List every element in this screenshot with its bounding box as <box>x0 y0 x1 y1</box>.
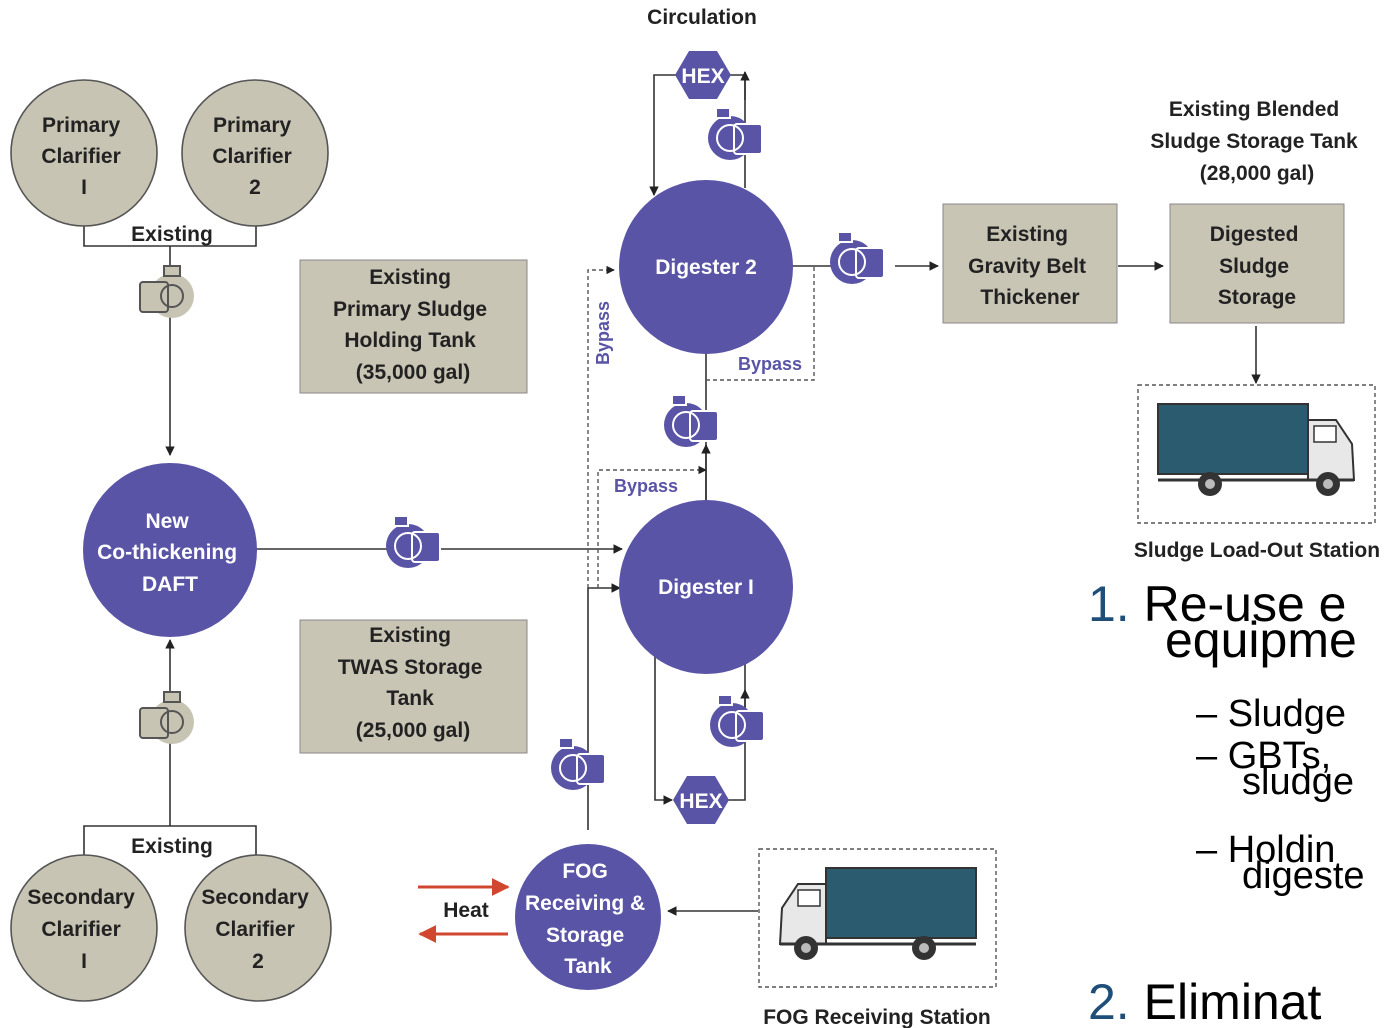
svg-text:Primary Clarifier: Primary Clarifier I <box>41 114 126 199</box>
secondary-clarifier-1: Secondary Clarifier I <box>10 854 158 1002</box>
svg-text:Primary Clarifier: Primary Clarifier 2 <box>212 114 297 199</box>
hex-top: HEX <box>675 51 731 99</box>
svg-text:Digester 2: Digester 2 <box>655 256 757 279</box>
digester-2: Digester 2 <box>619 180 793 354</box>
bullet-item-1-cont: equipme <box>1165 612 1357 668</box>
hex-bottom: HEX <box>673 776 729 824</box>
blended-tank-caption: Existing Blended Sludge Storage Tank (28… <box>1150 98 1363 185</box>
pump-icon-fog <box>550 737 606 791</box>
bypass-lines <box>587 265 1376 988</box>
svg-text:Existing Gravity Belt: Existing Gravity Belt Thickener <box>968 223 1092 309</box>
co-thickening-daft: New Co-thickening DAFT <box>83 463 257 637</box>
primary-clarifier-1: Primary Clarifier I <box>10 79 158 227</box>
svg-text:FOG Receiving &: FOG Receiving & Storage Tank <box>525 860 651 978</box>
svg-text:New Co-thickening: New Co-thickening DAFT <box>97 510 243 596</box>
svg-text:Digester I: Digester I <box>658 576 754 599</box>
pump-icon-circulation-top <box>707 107 763 161</box>
svg-text:Secondary Clarifier: Secondary Clarifier I <box>27 886 140 973</box>
sub-bullet-2: – GBTs, <box>1196 735 1332 777</box>
fog-truck-icon <box>778 866 978 962</box>
bypass-label-middle: Bypass <box>614 476 678 496</box>
heat-arrows <box>418 878 510 943</box>
svg-text:HEX: HEX <box>681 65 724 88</box>
bypass-label-right: Bypass <box>738 354 802 374</box>
load-out-truck-icon <box>1156 402 1356 498</box>
pump-icon-transfer <box>829 231 885 285</box>
pump-icon-secondary <box>139 691 195 745</box>
sub-bullet-3-cont: digeste <box>1242 855 1365 897</box>
existing-label-primary: Existing <box>131 223 213 246</box>
bullet-item-1: 1. Re-use e <box>1088 578 1347 632</box>
bullet-list: 1. Re-use e equipme – Sludge – GBTs, slu… <box>1088 578 1390 1028</box>
digested-sludge-storage: Digested Sludge Storage <box>1169 203 1345 324</box>
pump-icon-circulation-bottom <box>709 694 765 748</box>
digester-1: Digester I <box>619 500 793 674</box>
pump-icon-daft-feed <box>385 515 441 569</box>
sub-bullet-2-cont: sludge <box>1242 761 1354 803</box>
existing-label-secondary: Existing <box>131 835 213 858</box>
svg-text:Digested Sludge: Digested Sludge Storage <box>1210 223 1305 309</box>
sub-bullet-3: – Holdin <box>1196 829 1336 871</box>
gravity-belt-thickener: Existing Gravity Belt Thickener <box>942 203 1118 324</box>
fog-station-label: FOG Receiving Station <box>763 1006 991 1028</box>
heat-label: Heat <box>443 899 489 922</box>
twas-storage-tank: Existing TWAS Storage Tank (25,000 gal) <box>299 619 528 754</box>
primary-clarifier-2: Primary Clarifier 2 <box>181 79 329 227</box>
svg-text:HEX: HEX <box>679 790 722 813</box>
primary-sludge-holding-tank: Existing Primary Sludge Holding Tank (35… <box>299 259 528 394</box>
svg-text:Existing TWAS Storage: Existing TWAS Storage Tank (25,000 gal) <box>338 624 489 742</box>
bypass-label-vertical: Bypass <box>593 301 613 365</box>
load-out-station-label: Sludge Load-Out Station <box>1134 539 1380 562</box>
pump-icon-digester-link <box>663 394 719 448</box>
circulation-label: Circulation <box>647 6 757 29</box>
fog-receiving-storage-tank: FOG Receiving & Storage Tank <box>515 844 661 990</box>
pump-icon-primary <box>139 265 195 319</box>
svg-text:Secondary Clarifier: Secondary Clarifier 2 <box>201 886 314 973</box>
svg-text:Existing Primary Sludg: Existing Primary Sludge Holding Tank (35… <box>333 266 493 384</box>
bullet-item-2: 2. Eliminat <box>1088 974 1322 1028</box>
secondary-clarifier-2: Secondary Clarifier 2 <box>184 854 332 1002</box>
sub-bullet-1: – Sludge <box>1196 693 1347 735</box>
